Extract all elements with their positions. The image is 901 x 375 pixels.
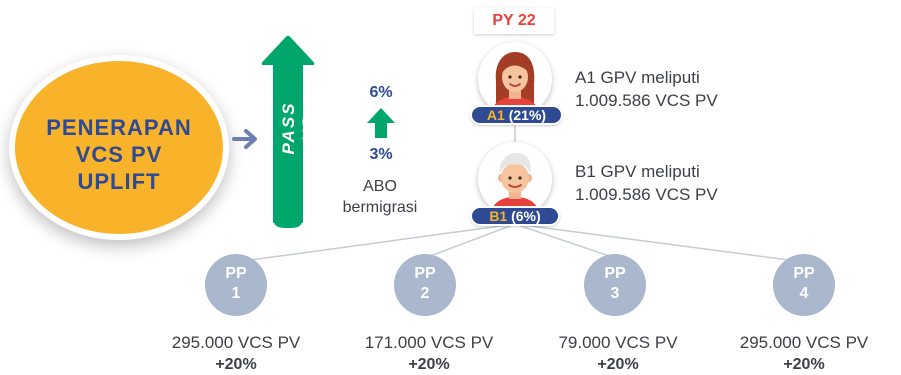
small-up-arrow-icon: [367, 108, 395, 138]
uplift-circle-text: PENERAPAN VCS PV UPLIFT: [9, 114, 229, 195]
uplift-line-3: UPLIFT: [77, 169, 161, 194]
man-avatar-icon: [478, 142, 552, 216]
pp-4-value: 295.000 VCS PV: [739, 333, 869, 352]
pp-node-1-number: 1: [231, 285, 241, 302]
pp-2-uplift: +20%: [408, 356, 450, 373]
pp-1-uplift: +20%: [215, 356, 257, 373]
migration-from-pct: 6%: [369, 84, 393, 101]
uplift-line-2: VCS PV: [75, 142, 163, 167]
avatar-b1: [478, 142, 552, 216]
pp-node-3: PP 3: [584, 254, 646, 316]
a1-pct: (21%): [508, 107, 547, 123]
pp-node-3-number: 3: [610, 285, 620, 302]
pp-node-4-number: 4: [799, 285, 809, 302]
a1-gpv-text: A1 GPV meliputi 1.009.586 VCS PV: [575, 66, 835, 112]
b1-gpv-text: B1 GPV meliputi 1.009.586 VCS PV: [575, 160, 835, 206]
pp-3-value: 79.000 VCS PV: [558, 333, 678, 352]
pp-2-value: 171.000 VCS PV: [364, 333, 494, 352]
uplift-circle: [9, 55, 229, 240]
line-b1-pp2: [424, 223, 516, 259]
py-badge: PY 22: [474, 8, 554, 34]
pp-3-uplift: +20%: [597, 356, 639, 373]
pp-node-3-label: PP: [604, 265, 626, 282]
a1-pill: A1 (21%): [470, 105, 563, 125]
pp-node-1: PP 1: [205, 254, 267, 316]
b1-gpv-line-1: B1 GPV meliputi: [575, 162, 700, 181]
a1-gpv-line-2: 1.009.586 VCS PV: [575, 91, 718, 110]
b1-gpv-line-2: 1.009.586 VCS PV: [575, 185, 718, 204]
line-b1-pp1: [235, 223, 516, 263]
pp-node-2-number: 2: [420, 285, 430, 302]
pp-node-4-label: PP: [793, 265, 815, 282]
line-b1-pp4: [514, 223, 805, 263]
woman-avatar-icon: [478, 42, 552, 116]
pp-1-value: 295.000 VCS PV: [171, 333, 301, 352]
migration-to-pct: 3%: [369, 146, 393, 163]
pp-node-1-label: PP: [225, 265, 247, 282]
right-arrow-icon: [232, 129, 257, 149]
line-b1-pp3: [514, 223, 616, 259]
b1-pct: (6%): [511, 208, 541, 224]
pp-node-4: PP 4: [773, 254, 835, 316]
migration-note-line-1: ABO: [363, 178, 397, 195]
pp-node-2: PP 2: [394, 254, 456, 316]
migration-note: ABO bermigrasi: [320, 176, 440, 218]
a1-code: A1: [486, 107, 505, 123]
pp-4-uplift: +20%: [783, 356, 825, 373]
a1-gpv-line-1: A1 GPV meliputi: [575, 68, 700, 87]
pass-up-arrow-icon: [262, 36, 314, 228]
avatar-a1: [478, 42, 552, 116]
b1-pill: B1 (6%): [470, 206, 560, 226]
pp-node-2-label: PP: [414, 265, 436, 282]
uplift-line-1: PENERAPAN: [46, 115, 192, 140]
migration-note-line-2: bermigrasi: [342, 199, 418, 216]
b1-code: B1: [489, 208, 508, 224]
pass-up-label: PASS UP: [279, 101, 318, 155]
